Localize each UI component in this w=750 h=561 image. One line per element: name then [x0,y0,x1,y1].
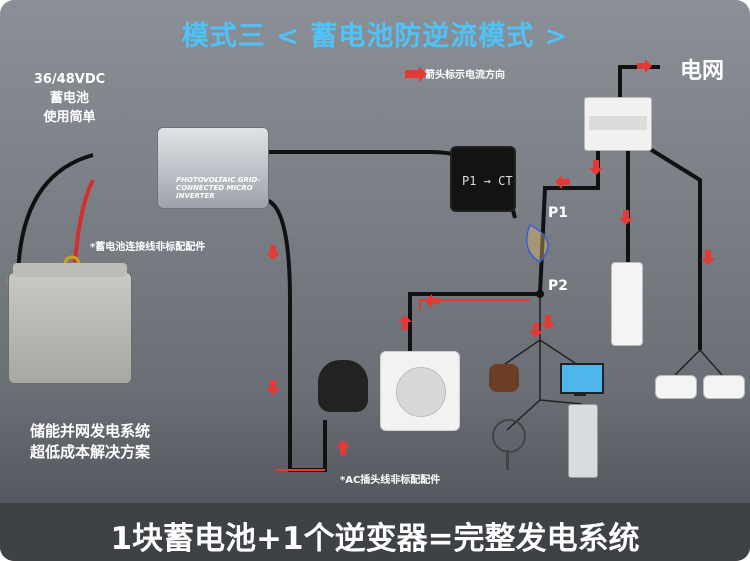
legend-text: 箭头标示电流方向 [425,70,505,81]
grid-label: 电网 [680,59,725,84]
arrow-icon [405,65,427,82]
p2-label: P2 [548,278,569,294]
zoom-text: P1 → CT [462,174,513,188]
diagram-title: 模式三 < 蓄电池防逆流模式 > [181,21,569,52]
battery-label: 蓄电池 [49,91,89,106]
fan-stand [506,450,509,470]
battery-voltage: 36/48VDC [33,72,106,87]
footer-text: 1块蓄电池+1个逆变器=完整发电系统 [110,521,640,557]
battery-ease: 使用简单 [43,110,96,125]
storage-line-2: 超低成本解决方案 [30,443,151,461]
standing-ac-unit [611,262,643,346]
battery-cable-note: *蓄电池连接线非标配配件 [90,242,206,253]
storage-line-1: 储能并网发电系统 [30,422,151,440]
television [560,363,604,394]
ac-plug-note: *AC插头线非标配配件 [340,475,441,486]
micro-inverter: PHOTOVOLTAIC GRID-CONNECTED MICRO INVERT… [157,127,269,209]
battery-spec: 36/48VDC 蓄电池 使用简单 [22,70,117,127]
wall-ac-unit-2 [703,375,745,399]
breaker-row [589,116,647,130]
wall-ac-unit-1 [655,375,697,399]
ac-plug [318,360,368,412]
rice-cooker [489,364,519,392]
distribution-panel [584,97,652,151]
footer-bar: 1块蓄电池+1个逆变器=完整发电系统 [0,503,750,561]
p1-label: P1 [548,205,569,221]
refrigerator [568,404,598,478]
inverter-brand: PHOTOVOLTAIC GRID-CONNECTED MICRO INVERT… [176,176,261,200]
television-stand [574,392,586,396]
electric-fan [492,419,526,453]
battery-top [13,263,127,277]
ct-clamp-zoom: P1 → CT [450,146,516,212]
battery [8,263,132,384]
wall-socket [380,351,460,431]
socket-hole [396,367,446,417]
current-direction-legend: 箭头标示电流方向 [405,65,505,82]
